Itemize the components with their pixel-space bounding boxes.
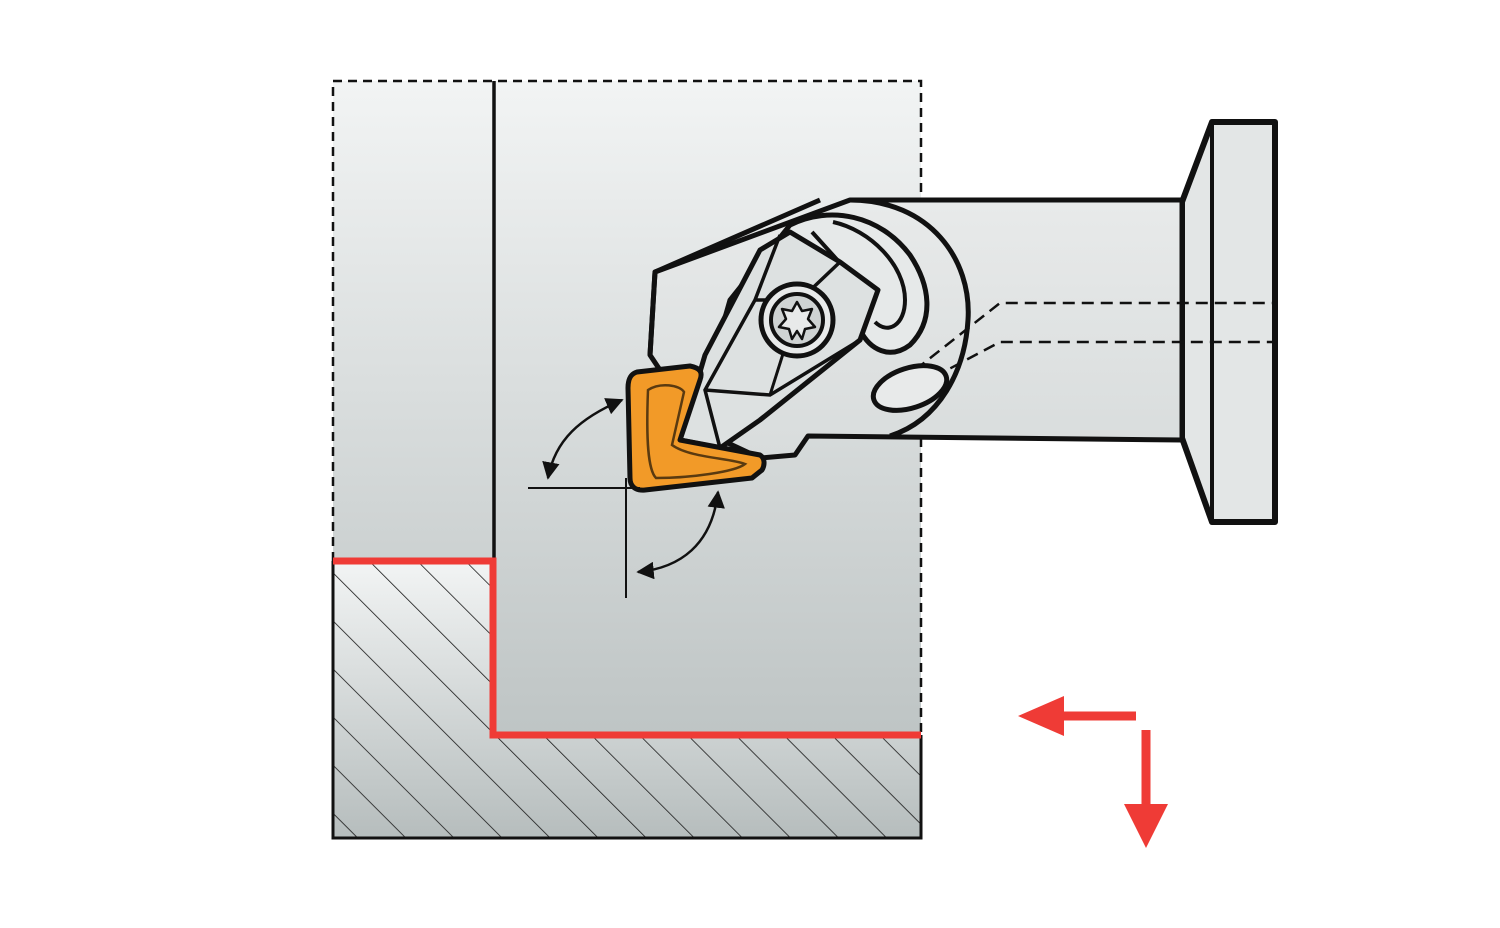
arrow-down-icon bbox=[1124, 804, 1168, 848]
workpiece bbox=[331, 79, 923, 840]
bar-flange bbox=[1179, 119, 1278, 525]
feed-direction-arrows bbox=[1018, 696, 1168, 848]
machined-profile bbox=[333, 557, 921, 739]
arrow-left-icon bbox=[1018, 696, 1064, 736]
coolant-outlet bbox=[870, 363, 950, 413]
workpiece-solid-outline bbox=[331, 561, 923, 840]
clearance-angle-dimension bbox=[625, 478, 725, 598]
torx-socket-icon bbox=[777, 300, 817, 341]
clamp-lever bbox=[687, 212, 930, 443]
clamp-screw bbox=[758, 281, 836, 359]
coolant-channel-upper bbox=[914, 301, 1275, 371]
insert bbox=[625, 363, 767, 493]
coolant-channel-lower bbox=[899, 340, 1275, 397]
entering-angle-dimension bbox=[528, 398, 640, 489]
